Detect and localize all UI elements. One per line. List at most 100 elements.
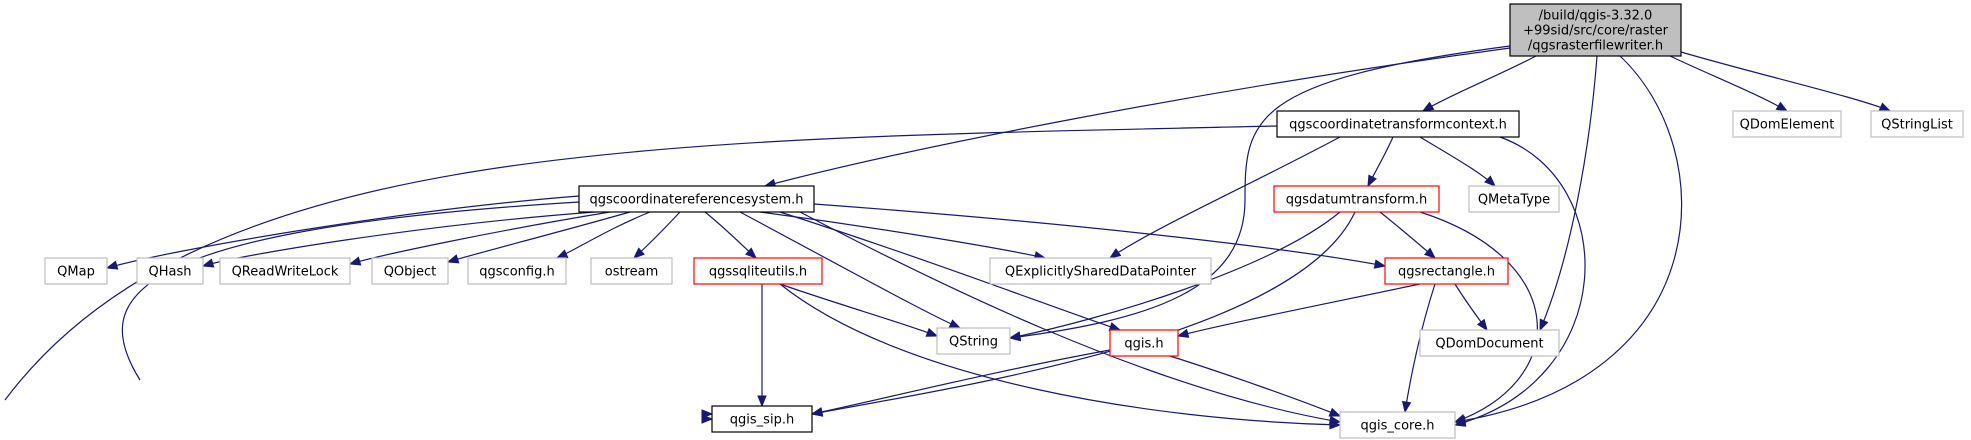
edge-line: [349, 211, 611, 265]
edge-root-to-qdomelement: [1669, 55, 1789, 112]
node-qstring[interactable]: QString: [936, 327, 1011, 355]
edge-root-to-qgscoordinatetransformcontext: [1421, 55, 1537, 112]
edge-arrowhead: [201, 258, 215, 268]
node-label: qgis.h: [1124, 337, 1163, 352]
node-qgscoordinatereferencesystem[interactable]: qgscoordinatereferencesystem.h: [578, 185, 815, 213]
edge-arrowhead: [555, 249, 569, 259]
edge-line: [759, 211, 1046, 259]
edge-line: [1404, 283, 1436, 413]
node-label: /build/qgis-3.32.0: [1539, 9, 1653, 24]
node-qobject[interactable]: QObject: [371, 257, 449, 285]
edge-line: [4, 125, 1278, 401]
edge-qgssqliteutils-to-qgis_core: [779, 283, 1342, 430]
edge-arrowhead: [1328, 407, 1342, 417]
node-label: qgscoordinatereferencesystem.h: [589, 193, 803, 208]
edge-arrowhead: [1775, 101, 1789, 112]
node-box: [989, 257, 1212, 285]
edge-arrowhead: [948, 319, 962, 329]
edge-arrowhead: [633, 247, 645, 259]
nodes-layer: /build/qgis-3.32.0+99sid/src/core/raster…: [44, 3, 1964, 439]
edges-layer: [4, 45, 1892, 430]
edge-qgscoordinatereferencesystem-to-qobject: [446, 211, 631, 264]
node-qgscoordinatetransformcontext[interactable]: qgscoordinatetransformcontext.h: [1276, 110, 1520, 138]
edge-qgsrectangle-to-qgis: [1176, 283, 1421, 338]
node-box: [711, 405, 813, 433]
edge-line: [1177, 283, 1421, 337]
node-qmetatype[interactable]: QMetaType: [1468, 185, 1560, 213]
edge-arrowhead: [1476, 318, 1488, 332]
node-label: qgis_core.h: [1361, 419, 1435, 434]
edge-line: [1669, 55, 1788, 112]
node-label: qgsrectangle.h: [1398, 265, 1495, 280]
edge-line: [1009, 211, 1341, 339]
edge-line: [1422, 55, 1537, 112]
node-label: QMap: [57, 265, 95, 280]
node-label: QStringList: [1881, 118, 1953, 133]
edge-arrowhead: [1878, 102, 1892, 112]
edge-arrowhead: [925, 327, 939, 337]
node-box: [1339, 411, 1456, 439]
edge-qgsrectangle-to-qdomdocument: [1454, 283, 1488, 332]
edge-line: [1454, 55, 1683, 423]
node-qgsrectangle[interactable]: qgsrectangle.h: [1384, 257, 1509, 285]
node-box: [44, 257, 108, 285]
edge-qgssqliteutils-to-qstring: [779, 283, 939, 337]
node-box: [1509, 3, 1682, 57]
node-qdomdocument[interactable]: QDomDocument: [1419, 329, 1560, 357]
node-label: QDomDocument: [1435, 337, 1543, 352]
edge-line: [1109, 136, 1341, 259]
edge-line: [813, 203, 1386, 267]
edge-root-to-qdomdocument: [1539, 55, 1598, 332]
edge-qgsrectangle-to-qgis_core: [1401, 283, 1436, 414]
edge-line: [1454, 136, 1586, 426]
edge-line: [121, 201, 580, 381]
node-qexplicitlyshareddatapointer[interactable]: QExplicitlySharedDataPointer: [989, 257, 1212, 285]
edge-arrowhead: [1373, 259, 1387, 269]
node-ostream[interactable]: ostream: [590, 257, 673, 285]
node-box: [1870, 110, 1964, 138]
edge-arrowhead: [757, 395, 767, 408]
node-label: qgssqliteutils.h: [709, 265, 807, 280]
edge-line: [447, 211, 631, 263]
node-qgis_core[interactable]: qgis_core.h: [1339, 411, 1456, 439]
node-root[interactable]: /build/qgis-3.32.0+99sid/src/core/raster…: [1509, 3, 1682, 57]
node-qgsdatumtransform[interactable]: qgsdatumtransform.h: [1273, 185, 1440, 213]
node-box: [693, 257, 823, 285]
node-box: [1732, 110, 1842, 138]
edge-arrowhead: [1108, 248, 1122, 259]
node-qstringlist[interactable]: QStringList: [1870, 110, 1964, 138]
node-qgssqliteutils[interactable]: qgssqliteutils.h: [693, 257, 823, 285]
node-box: [219, 257, 351, 285]
node-box: [136, 257, 204, 285]
node-box: [1273, 185, 1440, 213]
edge-line: [1539, 55, 1598, 331]
node-box: [936, 327, 1011, 355]
edge-qgis-to-qgis_core: [1169, 355, 1342, 417]
node-label: qgis_sip.h: [730, 413, 794, 428]
edge-qgscoordinatereferencesystem-to-qgsrectangle: [813, 203, 1387, 269]
node-label: QString: [949, 335, 998, 350]
edge-line: [811, 349, 1111, 415]
edge-line: [764, 47, 1511, 187]
edge-line: [1680, 51, 1891, 112]
node-qmap[interactable]: QMap: [44, 257, 108, 285]
edge-qgscoordinatetransformcontext-to-qexplicitlyshareddatapointer: [1108, 136, 1341, 259]
node-box: [578, 185, 815, 213]
node-qreadwritelock[interactable]: QReadWriteLock: [219, 257, 351, 285]
node-label: qgsdatumtransform.h: [1286, 193, 1428, 208]
node-label: QReadWriteLock: [232, 265, 339, 280]
edge-line: [739, 211, 961, 329]
node-label: qgscoordinatetransformcontext.h: [1289, 118, 1507, 133]
node-qgsconfig[interactable]: qgsconfig.h: [467, 257, 567, 285]
edge-qgscoordinatetransformcontext-to-qgsdatumtransform: [1367, 136, 1394, 188]
edge-line: [1009, 45, 1511, 339]
node-label: QObject: [384, 265, 437, 280]
edge-qgscoordinatereferencesystem-to-qgis_sip: [121, 201, 714, 419]
edge-qgis-to-qgis_sip: [810, 349, 1111, 417]
node-qgis[interactable]: qgis.h: [1109, 329, 1179, 357]
node-qdomelement[interactable]: QDomElement: [1732, 110, 1842, 138]
node-label: ostream: [605, 265, 659, 280]
node-qgis_sip[interactable]: qgis_sip.h: [711, 405, 813, 433]
node-box: [1468, 185, 1560, 213]
node-qhash[interactable]: QHash: [136, 257, 204, 285]
